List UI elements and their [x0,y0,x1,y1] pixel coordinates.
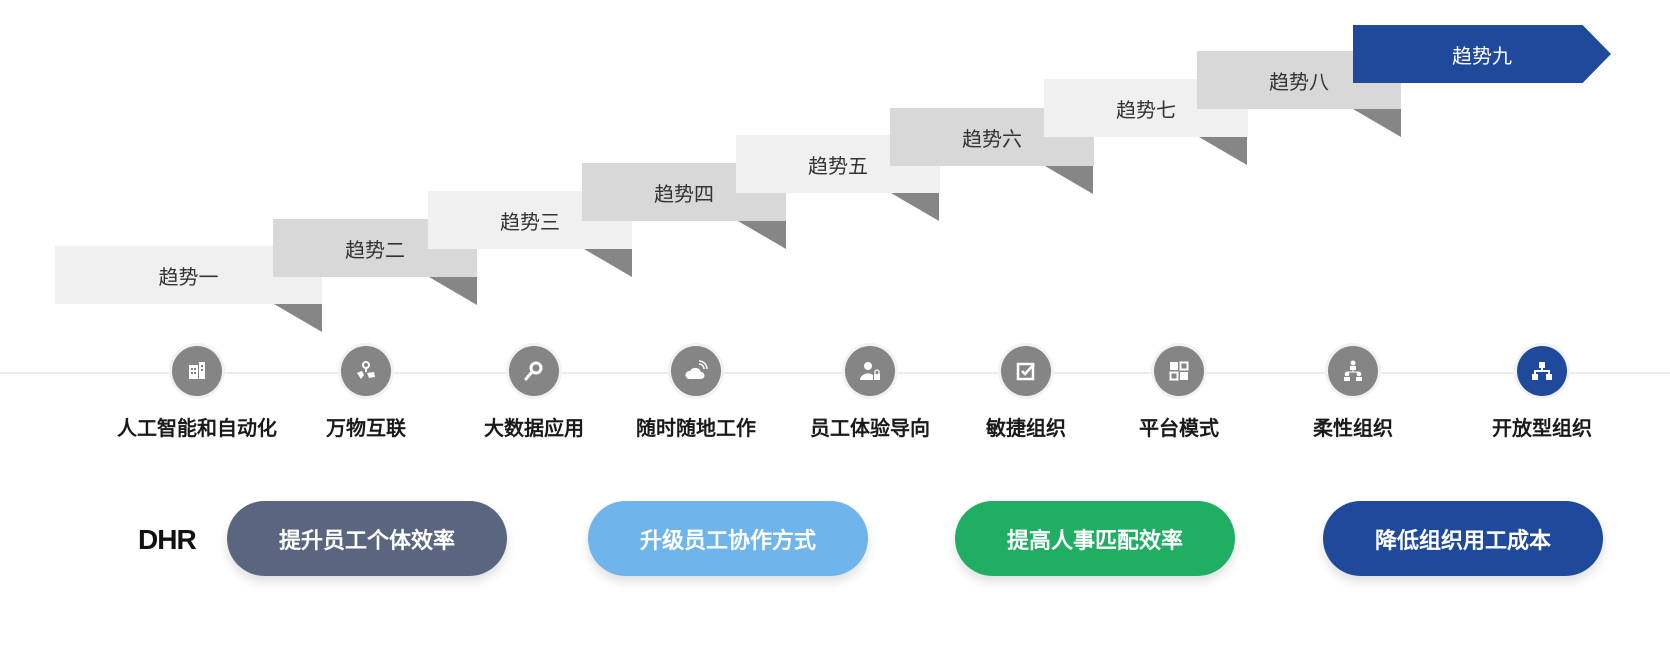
topic-label: 随时随地工作 [636,416,756,440]
topic-label: 平台模式 [1139,416,1219,440]
map-pin-icon [341,346,391,396]
checkbox-icon [1001,346,1051,396]
ribbon-fold [1199,137,1247,165]
topic-label: 大数据应用 [484,416,584,440]
timeline-line [0,372,1670,374]
goal-pill-2: 升级员工协作方式 [588,501,868,576]
goal-pill-3: 提高人事匹配效率 [955,501,1235,576]
org-people-icon [1328,346,1378,396]
topic-label: 员工体验导向 [810,416,930,440]
topic-label: 人工智能和自动化 [117,416,277,440]
building-icon [172,346,222,396]
topic-label: 柔性组织 [1313,416,1393,440]
goal-pill-4: 降低组织用工成本 [1323,501,1603,576]
ribbon-fold [1045,166,1093,194]
topic-label: 万物互联 [326,416,406,440]
ribbon-fold [584,249,632,277]
ribbon-fold [738,221,786,249]
grid-icon [1154,346,1204,396]
ribbon-fold [891,193,939,221]
trend-ribbon-9: 趋势九 [1353,25,1611,83]
goal-pill-1: 提升员工个体效率 [227,501,507,576]
topic-label: 敏捷组织 [986,416,1066,440]
topic-label: 开放型组织 [1492,416,1592,440]
org-chart-icon [1517,346,1567,396]
dhr-label: DHR [138,524,197,555]
user-lock-icon [845,346,895,396]
cloud-signal-icon [671,346,721,396]
magnifier-icon [509,346,559,396]
ribbon-fold [274,304,322,332]
ribbon-fold [1353,109,1401,137]
ribbon-fold [429,277,477,305]
